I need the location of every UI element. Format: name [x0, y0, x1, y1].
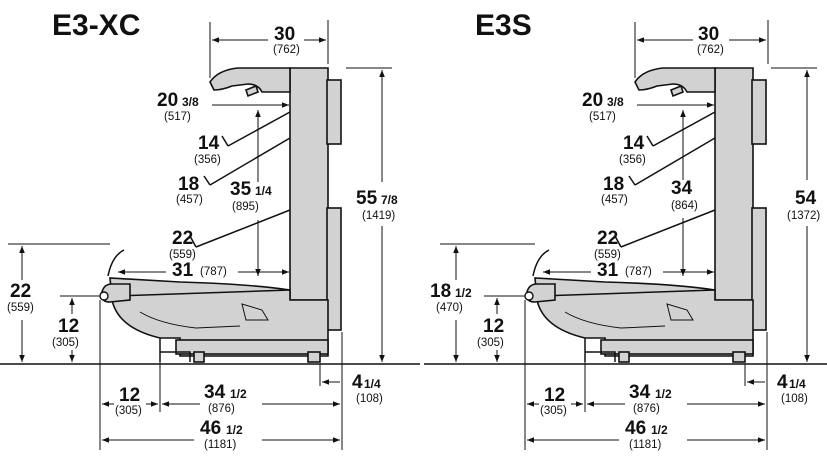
- dim-shelf-top-in: 20: [582, 90, 603, 111]
- dim-interior-h-in: 35: [230, 179, 252, 200]
- dim-total-h-in: 54: [795, 188, 817, 209]
- dim-front-h-in: 22: [10, 281, 31, 302]
- dim-shelf-c-mm: (559): [169, 249, 196, 261]
- dim-total-h-mm: (1419): [362, 210, 395, 222]
- dim-overall-d-mm: (1181): [204, 439, 237, 451]
- dim-shelf-a-mm: (356): [194, 154, 221, 166]
- dim-overall-d-in: 46: [200, 418, 221, 439]
- dim-rear-in: 4: [352, 372, 363, 393]
- dim-depth-top-mm: (762): [697, 44, 724, 56]
- dim-overall-d-mm: (1181): [629, 439, 662, 451]
- dim-base-d-in: 34: [204, 382, 226, 403]
- dim-interior-d-in: 31: [597, 260, 619, 281]
- dim-shelf-a-in: 14: [623, 133, 645, 154]
- dim-shelf-c-in: 22: [597, 228, 618, 249]
- dim-bumper-d-in: 12: [544, 385, 565, 406]
- dim-bumper-d-mm: (305): [115, 405, 142, 417]
- dim-interior-d-in: 31: [172, 260, 194, 281]
- dim-bumper-d-mm: (305): [540, 405, 567, 417]
- dim-bumper-d-in: 12: [119, 385, 140, 406]
- dim-shelf-top-frac: 3/8: [182, 95, 199, 109]
- dim-bumper-h-mm: (305): [52, 337, 79, 349]
- dim-shelf-b-in: 18: [178, 174, 199, 195]
- diagram-e3s: E3S 30 (762) 20 3/8 (517) 14 (356) 18 (4…: [424, 9, 827, 451]
- dim-base-d-frac: 1/2: [655, 387, 672, 401]
- dim-depth-top-in: 30: [274, 24, 295, 45]
- dim-overall-d-frac: 1/2: [651, 423, 668, 437]
- dim-shelf-top-frac: 3/8: [607, 95, 624, 109]
- dim-shelf-a-mm: (356): [619, 154, 646, 166]
- dim-total-h-in: 55: [356, 188, 378, 209]
- dim-interior-h-mm: (864): [671, 200, 698, 212]
- dim-shelf-a-in: 14: [198, 133, 220, 154]
- dim-bumper-h-in: 12: [58, 316, 79, 337]
- dim-interior-h-frac: 1/4: [255, 184, 272, 198]
- dim-interior-h-mm: (895): [232, 201, 259, 213]
- dim-interior-d-mm: (787): [625, 266, 652, 278]
- dim-shelf-top-mm: (517): [164, 111, 191, 123]
- dim-shelf-top-mm: (517): [589, 111, 616, 123]
- dim-base-d-in: 34: [629, 382, 651, 403]
- dim-shelf-b-in: 18: [603, 174, 624, 195]
- dim-rear-frac: 1/4: [789, 377, 806, 391]
- dim-base-d-mm: (876): [633, 403, 660, 415]
- dim-base-d-mm: (876): [208, 403, 235, 415]
- dim-base-d-frac: 1/2: [230, 387, 247, 401]
- dim-bumper-h-mm: (305): [477, 337, 504, 349]
- diagram-e3-xc: E3-XC 30 (762) 20 3/8 (517) 14 (356) 18 …: [0, 9, 420, 451]
- dim-rear-mm: (108): [356, 393, 383, 405]
- dim-front-h-in: 18: [430, 281, 451, 302]
- dim-shelf-c-mm: (559): [594, 249, 621, 261]
- dim-front-h-mm: (470): [436, 302, 463, 314]
- dim-depth-top-mm: (762): [273, 44, 300, 56]
- dim-front-h-mm: (559): [7, 302, 34, 314]
- dim-shelf-c-in: 22: [172, 228, 193, 249]
- model-title: E3-XC: [52, 9, 140, 42]
- model-title: E3S: [475, 9, 532, 42]
- dim-overall-d-frac: 1/2: [226, 423, 243, 437]
- dim-rear-in: 4: [777, 372, 788, 393]
- dim-shelf-b-mm: (457): [176, 194, 203, 206]
- dim-bumper-h-in: 12: [483, 316, 504, 337]
- dim-interior-h-in: 34: [671, 178, 693, 199]
- dim-interior-d-mm: (787): [200, 266, 227, 278]
- dim-total-h-frac: 7/8: [381, 193, 398, 207]
- dim-total-h-mm: (1372): [787, 210, 820, 222]
- dim-overall-d-in: 46: [625, 418, 646, 439]
- dim-rear-mm: (108): [781, 393, 808, 405]
- dim-shelf-b-mm: (457): [601, 194, 628, 206]
- dim-front-h-frac: 1/2: [455, 286, 472, 300]
- dim-depth-top-in: 30: [698, 24, 719, 45]
- dim-shelf-top-in: 20: [157, 90, 178, 111]
- dim-rear-frac: 1/4: [364, 377, 381, 391]
